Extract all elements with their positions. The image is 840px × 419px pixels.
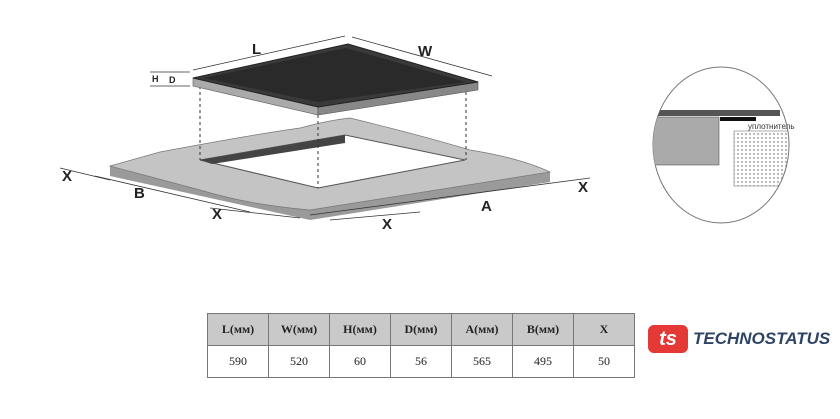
header-a: A(мм) (451, 313, 513, 346)
table-header-row: L(мм) W(мм) H(мм) D(мм) A(мм) B(мм) X (207, 313, 635, 346)
dimensions-table: L(мм) W(мм) H(мм) D(мм) A(мм) B(мм) X 59… (207, 313, 635, 378)
value-x: 50 (573, 345, 635, 378)
logo-mark-icon: ts (648, 325, 688, 353)
alignment-lines (199, 86, 467, 188)
technostatus-logo: ts TECHNOSTATUS (642, 315, 840, 363)
value-w: 520 (268, 345, 330, 378)
value-l: 590 (207, 345, 269, 378)
dim-label-x: X (382, 216, 392, 233)
header-l: L(мм) (207, 313, 269, 346)
value-h: 60 (329, 345, 391, 378)
cooktop (192, 43, 479, 116)
logo-text: TECHNOSTATUS (693, 329, 831, 348)
header-b: B(мм) (512, 313, 574, 346)
header-w: W(мм) (268, 313, 330, 346)
value-d: 56 (390, 345, 452, 378)
dim-label-x: X (212, 206, 222, 223)
header-h: H(мм) (329, 313, 391, 346)
dim-label-w: W (418, 43, 433, 60)
header-d: D(мм) (390, 313, 452, 346)
dim-label-d: D (169, 75, 176, 85)
countertop (108, 117, 552, 220)
dim-label-l: L (252, 41, 261, 58)
dim-label-x: X (62, 168, 72, 185)
table-row: 590 520 60 56 565 495 50 (207, 345, 635, 378)
dim-label-b: B (134, 185, 145, 202)
value-a: 565 (451, 345, 513, 378)
seal-detail-view: уплотнитель (652, 66, 795, 224)
dim-label-x: X (578, 179, 588, 196)
dim-label-a: A (481, 198, 492, 215)
dim-label-h: H (152, 74, 159, 84)
value-b: 495 (512, 345, 574, 378)
header-x: X (573, 313, 635, 346)
seal-label: уплотнитель (748, 122, 795, 131)
dimension-lines (59, 35, 591, 221)
